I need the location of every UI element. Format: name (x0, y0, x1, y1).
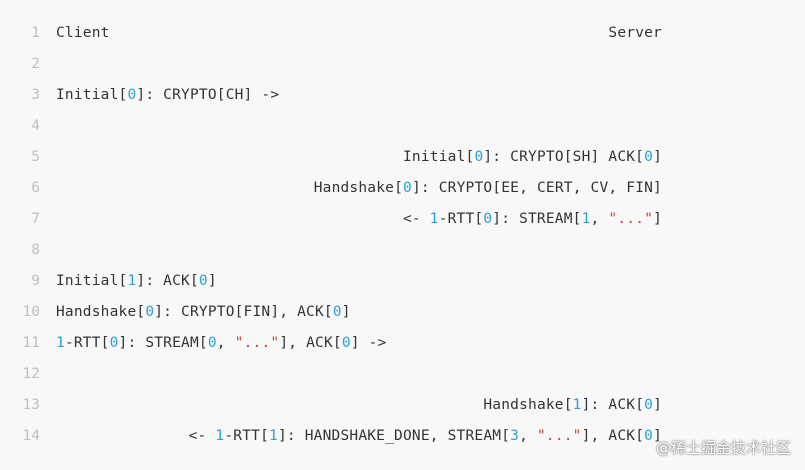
watermark: @稀土掘金技术社区 (655, 439, 791, 457)
line-number: 10 (22, 304, 40, 320)
line-number: 6 (31, 180, 40, 196)
line-code-right: Server (56, 18, 662, 49)
code-token: , (590, 211, 609, 227)
line-code: Handshake[0]: CRYPTO[EE, CERT, CV, FIN] (56, 173, 662, 204)
line-number: 5 (31, 149, 40, 165)
code-token: ]: CRYPTO[SH] ACK[ (483, 149, 645, 165)
code-token: ]: ACK[ (581, 397, 645, 413)
code-token: ]: HANDSHAKE_DONE, STREAM[ (277, 428, 511, 444)
code-token: ], ACK[ (279, 335, 342, 351)
line-code: Handshake[1]: ACK[0] (56, 390, 662, 421)
line-code: <- 1-RTT[1]: HANDSHAKE_DONE, STREAM[3, "… (56, 421, 662, 452)
code-token: Initial[ (56, 87, 128, 103)
code-line: 9 Initial[1]: ACK[0] (0, 266, 805, 297)
code-token: Initial[ (402, 149, 475, 165)
code-token: <- (188, 428, 216, 444)
code-token: Handshake[ (313, 180, 404, 196)
code-line: 4 (0, 111, 805, 142)
code-token: ] (207, 273, 217, 289)
code-token: Handshake[ (56, 304, 146, 320)
code-number: 1 (269, 428, 278, 444)
code-number: 0 (198, 273, 208, 289)
code-token: -RTT[ (64, 335, 110, 351)
line-code: <- 1-RTT[0]: STREAM[1, "..."] (56, 204, 662, 235)
line-code: Initial[0]: CRYPTO[SH] ACK[0] (56, 142, 662, 173)
code-number: 1 (572, 397, 582, 413)
code-number: 0 (109, 335, 119, 351)
code-token: ] (653, 428, 662, 444)
code-line: 7 <- 1-RTT[0]: STREAM[1, "..."] (0, 204, 805, 235)
code-line: 1 Client Server (0, 18, 805, 49)
code-number: 0 (332, 304, 342, 320)
code-number: 0 (145, 304, 155, 320)
code-string: "..." (536, 428, 582, 444)
code-token: -RTT[ (438, 211, 484, 227)
code-number: 1 (215, 428, 225, 444)
code-number: 3 (510, 428, 520, 444)
line-code: Initial[0]: CRYPTO[CH] -> (56, 80, 662, 111)
code-number: 1 (127, 273, 137, 289)
line-code: 1-RTT[0]: STREAM[0, "..."], ACK[0] -> (56, 328, 662, 359)
code-line: 2 (0, 49, 805, 80)
code-number: 1 (56, 335, 65, 351)
code-token: ]: CRYPTO[CH] -> (136, 87, 280, 103)
code-string: "..." (608, 211, 654, 227)
line-number: 8 (31, 242, 40, 258)
code-token: ] -> (350, 335, 387, 351)
code-line: 6 Handshake[0]: CRYPTO[EE, CERT, CV, FIN… (0, 173, 805, 204)
line-code: Handshake[0]: CRYPTO[FIN], ACK[0] (56, 297, 662, 328)
line-code: Client (56, 18, 662, 49)
line-number: 3 (31, 87, 40, 103)
code-token: Initial[ (56, 273, 128, 289)
code-token: <- (402, 211, 430, 227)
code-number: 1 (429, 211, 439, 227)
code-token: ]: STREAM[ (492, 211, 582, 227)
code-number: 0 (644, 428, 654, 444)
line-code: Initial[1]: ACK[0] (56, 266, 662, 297)
line-number: 9 (31, 273, 40, 289)
code-token: Handshake[ (483, 397, 573, 413)
code-token: , (519, 428, 537, 444)
code-token: ]: CRYPTO[EE, CERT, CV, FIN] (411, 180, 662, 196)
code-token: ] (653, 149, 662, 165)
server-label: Server (608, 25, 662, 41)
code-string: "..." (234, 335, 280, 351)
code-token: ]: ACK[ (136, 273, 199, 289)
line-number: 7 (31, 211, 40, 227)
code-line: 8 (0, 235, 805, 266)
code-line: 10 Handshake[0]: CRYPTO[FIN], ACK[0] (0, 297, 805, 328)
line-number: 13 (22, 397, 40, 413)
line-number: 14 (22, 428, 40, 444)
code-token: ]: STREAM[ (118, 335, 208, 351)
code-token: ]: CRYPTO[FIN], ACK[ (154, 304, 333, 320)
code-line: 5 Initial[0]: CRYPTO[SH] ACK[0] (0, 142, 805, 173)
line-number: 1 (31, 25, 40, 41)
code-token: ] (653, 211, 662, 227)
code-line: 13 Handshake[1]: ACK[0] (0, 390, 805, 421)
code-line: 12 (0, 359, 805, 390)
code-number: 0 (474, 149, 484, 165)
code-line: 14 <- 1-RTT[1]: HANDSHAKE_DONE, STREAM[3… (0, 421, 805, 452)
code-number: 0 (341, 335, 351, 351)
code-token: , (216, 335, 235, 351)
line-number: 11 (22, 335, 40, 351)
code-number: 0 (403, 180, 412, 196)
client-label: Client (56, 25, 110, 41)
code-number: 0 (644, 149, 654, 165)
code-token: ], ACK[ (581, 428, 645, 444)
code-number: 0 (483, 211, 493, 227)
code-line: 3 Initial[0]: CRYPTO[CH] -> (0, 80, 805, 111)
code-number: 0 (207, 335, 217, 351)
code-number: 0 (644, 397, 654, 413)
line-number: 4 (31, 118, 40, 134)
line-number: 2 (31, 56, 40, 72)
code-token: ] (653, 397, 662, 413)
code-line: 11 1-RTT[0]: STREAM[0, "..."], ACK[0] -> (0, 328, 805, 359)
code-token: ] (341, 304, 351, 320)
code-number: 1 (581, 211, 591, 227)
line-number: 12 (22, 366, 40, 382)
code-token: -RTT[ (224, 428, 270, 444)
code-number: 0 (127, 87, 137, 103)
